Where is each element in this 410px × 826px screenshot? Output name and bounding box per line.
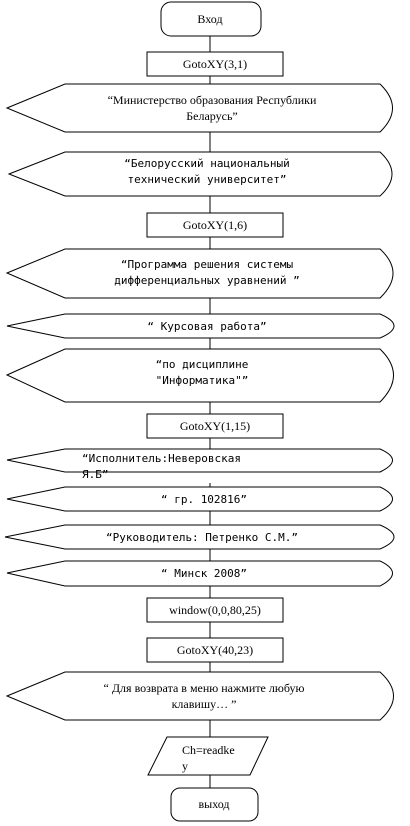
step-text: “Программа решения системы xyxy=(121,258,294,271)
display-author: “Исполнитель:Неверовская Я.Б” xyxy=(6,448,393,481)
step-text: “ гр. 102816” xyxy=(161,493,247,506)
step-text: “ Курсовая работа” xyxy=(147,320,266,333)
step-text: клавишу… ” xyxy=(172,697,237,711)
step-text: “ Минск 2008” xyxy=(161,567,247,580)
start-terminator: Вход xyxy=(160,1,262,37)
step-text: “Исполнитель:Неверовская xyxy=(82,452,241,465)
step-text: “ Для возврата в меню нажмите любую xyxy=(104,681,305,695)
display-coursework: “ Курсовая работа” xyxy=(6,313,395,339)
step-text: Беларусь” xyxy=(186,109,238,123)
step-text: y xyxy=(182,759,188,773)
end-label: выход xyxy=(198,797,229,811)
step-text: Я.Б” xyxy=(82,468,109,481)
process-gotoxy-40-23: GotoXY(40,23) xyxy=(146,637,284,663)
display-program: “Программа решения системы дифференциаль… xyxy=(5,248,394,299)
display-return-prompt: “ Для возврата в меню нажмите любую клав… xyxy=(5,671,394,721)
step-text: "Информатика"” xyxy=(156,374,249,387)
display-ministry: “Министерство образования Республики Бел… xyxy=(5,83,393,133)
step-text: GotoXY(40,23) xyxy=(177,643,253,657)
step-text: “по дисциплине xyxy=(156,358,249,371)
start-label: Вход xyxy=(197,12,222,26)
process-window: window(0,0,80,25) xyxy=(146,597,284,623)
input-readkey: Ch=readke y xyxy=(147,736,269,776)
step-text: “Белорусский национальный xyxy=(124,157,290,170)
step-text: Ch=readke xyxy=(182,743,235,757)
display-city-year: “ Минск 2008” xyxy=(6,560,393,587)
display-supervisor: “Руководитель: Петренко С.М.” xyxy=(4,524,395,550)
step-text: технический университет” xyxy=(128,173,287,186)
step-text: “Министерство образования Республики xyxy=(108,93,317,107)
step-text: дифференциальных уравнений ” xyxy=(114,274,299,287)
display-discipline: “по дисциплине "Информатика"” xyxy=(5,348,394,403)
step-text: “Руководитель: Петренко С.М.” xyxy=(106,531,298,544)
display-university: “Белорусский национальный технический ун… xyxy=(7,151,393,197)
display-group: “ гр. 102816” xyxy=(6,486,393,512)
process-gotoxy-3-1: GotoXY(3,1) xyxy=(146,51,284,77)
step-text: GotoXY(1,15) xyxy=(180,419,250,433)
step-text: window(0,0,80,25) xyxy=(169,603,261,617)
process-gotoxy-1-6: GotoXY(1,6) xyxy=(146,212,284,238)
step-text: GotoXY(3,1) xyxy=(183,57,247,71)
process-gotoxy-1-15: GotoXY(1,15) xyxy=(146,413,284,439)
end-terminator: выход xyxy=(170,787,259,822)
step-text: GotoXY(1,6) xyxy=(183,218,247,232)
